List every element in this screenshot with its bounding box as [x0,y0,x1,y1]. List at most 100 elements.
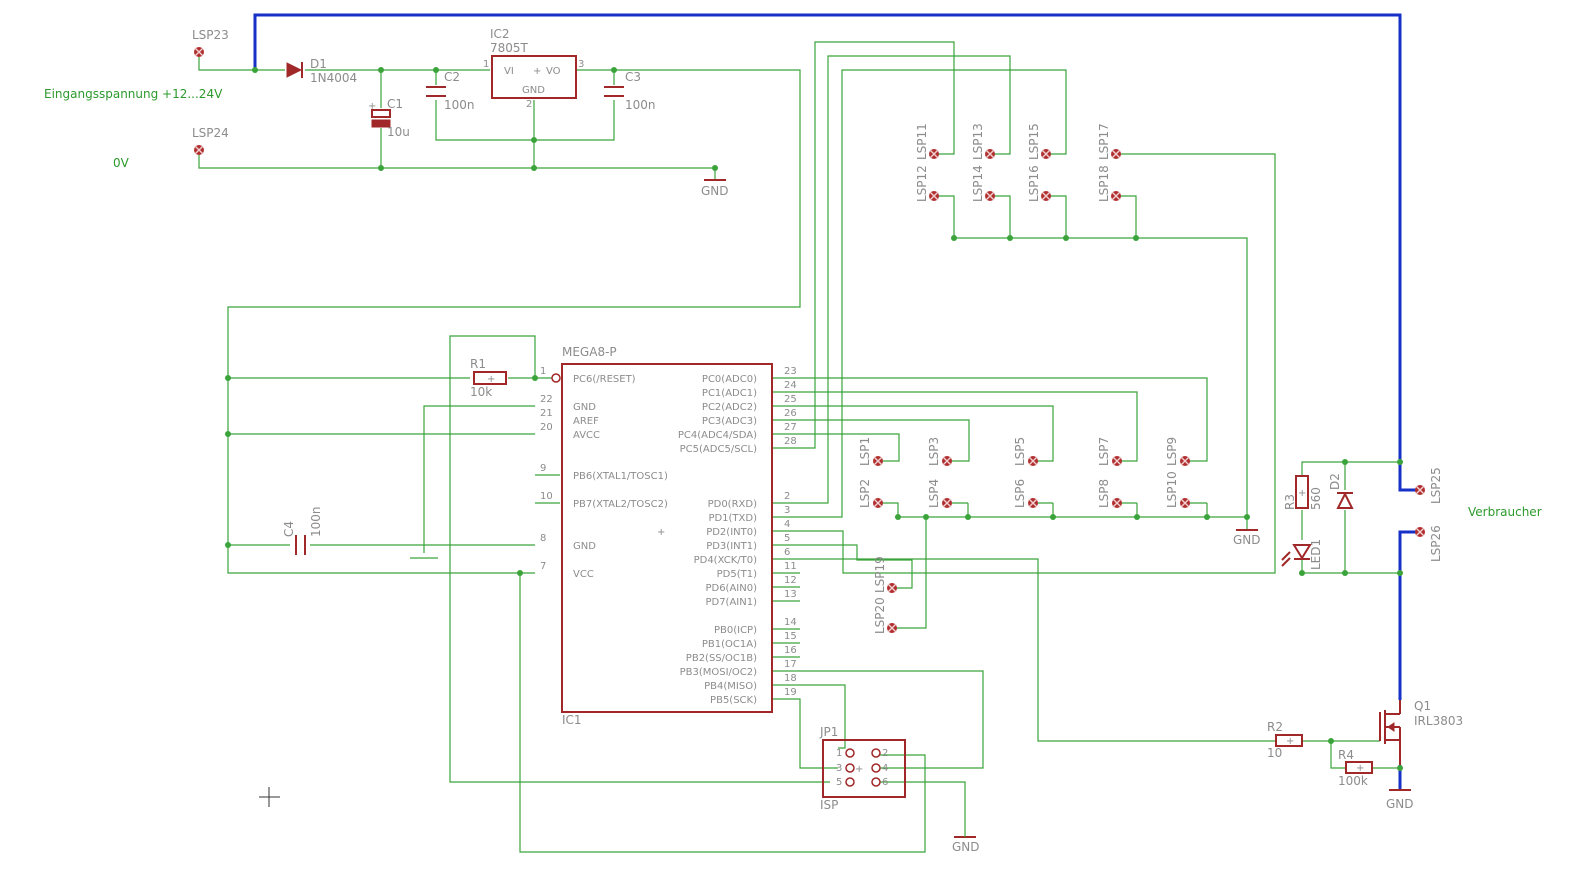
r2-value: 10 [1267,746,1282,760]
mosfet-q1[interactable] [1379,700,1401,765]
gnd-symbols [704,179,1411,838]
ic1-pin-number: 19 [784,687,797,698]
test-point-icon[interactable] [942,456,952,466]
test-point-icon[interactable] [1415,485,1425,495]
ic1-pin-number: 18 [784,673,797,684]
lsp8-label: LSP8 [1097,479,1111,508]
diode-d2[interactable] [1336,491,1354,509]
ic1-pin-number: 25 [784,394,797,405]
test-point-icon[interactable] [1041,191,1051,201]
ic1-pin-number: 10 [540,491,553,502]
gnd-label: GND [1233,533,1261,547]
ic1-pin-number: 7 [540,561,546,572]
capacitor-c4[interactable] [295,535,306,555]
resistor-r2[interactable]: + [1275,734,1303,747]
c2-value: 100n [444,98,475,112]
jp1-label: JP1 [819,725,838,739]
diode-d1[interactable] [286,62,303,78]
lsp16-label: LSP16 [1027,165,1041,202]
r3-value: 560 [1309,487,1323,510]
svg-text:+: + [855,764,863,775]
test-point-icon[interactable] [1111,149,1121,159]
test-point-icon[interactable] [929,149,939,159]
ic1-pin-number: 17 [784,659,797,670]
ic1-pin-number: 8 [540,533,546,544]
ic1-pin-number: 22 [540,394,553,405]
ic1-pin-name: PC4(ADC4/SDA) [678,430,757,441]
test-point-icon[interactable] [1111,191,1121,201]
d1-value: 1N4004 [310,71,357,85]
jp-pin-6: 6 [882,777,888,788]
lsp19-label: LSP19 [873,556,887,593]
ic2-vo-pin: VO [546,66,561,77]
test-point-icon[interactable] [942,498,952,508]
test-point-icon[interactable] [1112,456,1122,466]
test-point-icon[interactable] [887,583,897,593]
c3-value: 100n [625,98,656,112]
capacitor-c3[interactable] [604,86,624,97]
lsp14-label: LSP14 [971,165,985,202]
ic1-pin-name: PC6(/RESET) [573,374,636,385]
ic1-pin-number: 20 [540,422,553,433]
ic2-value: 7805T [490,41,529,55]
test-point-icon[interactable] [194,145,204,155]
test-point-icon[interactable] [1041,149,1051,159]
svg-text:+: + [368,101,376,112]
test-point-icon[interactable] [873,456,883,466]
resistor-r3[interactable]: + [1295,475,1309,509]
ic1-pin-name: AREF [573,416,599,427]
lsp11-label: LSP11 [915,123,929,160]
c4-label: C4 [282,521,296,537]
microcontroller-ic1[interactable]: + [551,363,773,713]
test-point-icon[interactable] [1415,527,1425,537]
svg-text:+: + [1286,736,1294,747]
lsp6-label: LSP6 [1013,479,1027,508]
ic2-pin2: 2 [526,99,532,110]
capacitor-c2[interactable] [426,86,446,97]
ic1-pin-name: PD2(INT0) [706,527,757,538]
lsp24-label: LSP24 [192,126,229,140]
jp-pin-1: 1 [836,748,842,759]
ic1-pin-name: PB1(OC1A) [702,639,757,650]
svg-text:+: + [657,527,665,538]
test-point-icon[interactable] [194,47,204,57]
input-voltage-note: Eingangsspannung +12...24V [44,87,223,101]
isp-header-jp1[interactable]: + [822,739,906,798]
ic1-pin-number: 12 [784,575,797,586]
test-point-icon[interactable] [887,623,897,633]
ic2-pin1: 1 [483,59,489,70]
ic1-pin-name: PD0(RXD) [708,499,757,510]
gnd-label: GND [1386,797,1414,811]
lsp1-label: LSP1 [858,437,872,466]
ic1-pin-number: 16 [784,645,797,656]
test-point-icon[interactable] [1180,456,1190,466]
test-point-icon[interactable] [929,191,939,201]
test-point-icon[interactable] [1112,498,1122,508]
led-led1[interactable] [1281,544,1312,567]
test-point-icon[interactable] [1028,456,1038,466]
resistor-r1[interactable]: + [473,371,507,385]
jp-pin-3: 3 [836,763,842,774]
test-point-icon[interactable] [985,191,995,201]
ic1-pin-name: PD6(AIN0) [705,583,757,594]
test-point-icon[interactable] [985,149,995,159]
lsp23-label: LSP23 [192,28,229,42]
regulator-ic2[interactable]: + [491,55,577,99]
ic1-pin-name: GND [573,541,596,552]
crosshair-cursor-icon [259,787,280,807]
ic1-pin-name: GND [573,402,596,413]
capacitor-c1[interactable]: + [368,101,391,128]
ic1-pin-number: 13 [784,589,797,600]
r2-label: R2 [1267,720,1283,734]
ic1-pin-number: 14 [784,617,797,628]
test-point-icon[interactable] [1028,498,1038,508]
ic1-pin-name: AVCC [573,430,600,441]
test-point-icon[interactable] [1180,498,1190,508]
d2-label: D2 [1328,473,1342,490]
test-point-icon[interactable] [873,498,883,508]
resistor-r4[interactable]: + [1345,761,1373,774]
ic1-right-pins: 23PC0(ADC0)24PC1(ADC1)25PC2(ADC2)26PC3(A… [678,366,797,706]
ic1-label: IC1 [562,713,582,727]
r4-label: R4 [1338,748,1354,762]
